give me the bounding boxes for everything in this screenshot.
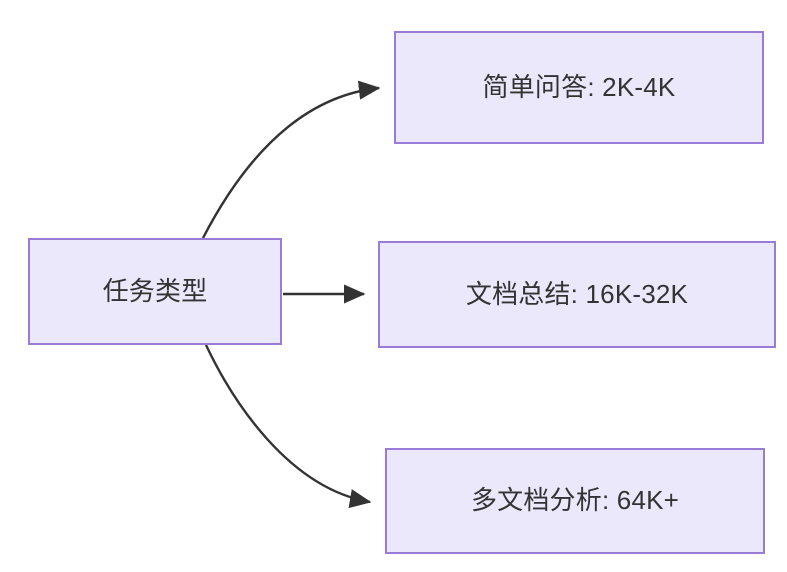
- node-multi-doc-label: 多文档分析: 64K+: [470, 485, 680, 516]
- edge-task-type-to-multi-doc: [204, 344, 372, 509]
- node-task-type-label: 任务类型: [102, 275, 208, 306]
- node-doc-sum-label: 文档总结: 16K-32K: [465, 278, 689, 309]
- edge-task-type-to-simple-qa: [201, 80, 381, 239]
- node-task-type[interactable]: 任务类型: [28, 238, 282, 345]
- node-simple-qa[interactable]: 简单问答: 2K-4K: [394, 31, 764, 144]
- node-doc-sum[interactable]: 文档总结: 16K-32K: [378, 241, 776, 348]
- node-multi-doc[interactable]: 多文档分析: 64K+: [385, 448, 765, 554]
- node-simple-qa-label: 简单问答: 2K-4K: [482, 71, 676, 102]
